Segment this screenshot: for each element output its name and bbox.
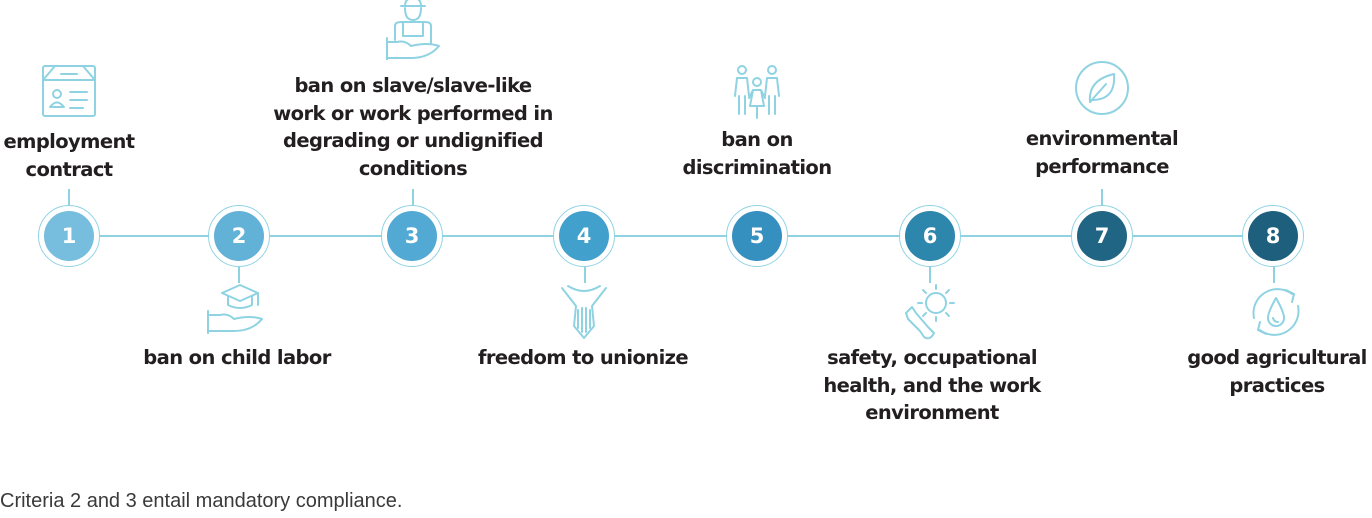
criterion-label-4: freedom to unionize — [433, 344, 733, 372]
label-line: ban on — [721, 128, 793, 151]
criterion-number: 6 — [905, 211, 955, 261]
label-line: degrading or undignified — [283, 129, 543, 152]
criterion-node-6: 6 — [899, 205, 961, 267]
criterion-label-8: good agricultural practices — [1127, 344, 1372, 399]
label-line: work or work performed in — [273, 101, 553, 125]
criterion-node-8: 8 — [1242, 205, 1304, 267]
timeline-line — [69, 235, 1273, 237]
leaf-icon — [1072, 58, 1132, 118]
criterion-number: 2 — [214, 211, 264, 261]
connector-4 — [584, 267, 586, 283]
worker-hand-icon — [383, 0, 443, 61]
label-line: contract — [25, 157, 113, 181]
label-line: employment — [3, 130, 135, 153]
label-line: performance — [1035, 154, 1169, 178]
id-card-icon — [39, 60, 99, 120]
connector-2 — [238, 267, 240, 283]
connector-7 — [1101, 189, 1103, 205]
family-icon — [727, 62, 787, 122]
label-line: ban on slave/slave-like — [294, 74, 532, 97]
criterion-label-2: ban on child labor — [87, 344, 387, 372]
label-line: conditions — [358, 156, 468, 180]
label-line: ban on child labor — [143, 346, 331, 369]
connector-6 — [929, 267, 931, 283]
label-line: good agricultural — [1187, 346, 1367, 369]
criterion-label-7: environmental performance — [952, 125, 1252, 180]
criterion-label-1: employment contract — [0, 128, 219, 183]
criterion-label-5: ban on discrimination — [607, 126, 907, 181]
label-line: practices — [1229, 373, 1325, 397]
criterion-node-2: 2 — [208, 205, 270, 267]
criterion-node-1: 1 — [38, 205, 100, 267]
joined-hands-icon — [554, 282, 614, 342]
label-line: discrimination — [682, 155, 832, 179]
label-line: freedom to unionize — [477, 346, 689, 369]
label-line: health, and the work — [823, 373, 1041, 397]
criterion-node-3: 3 — [381, 205, 443, 267]
criterion-number: 4 — [559, 211, 609, 261]
label-line: environmental — [1025, 127, 1179, 150]
label-line: environment — [865, 401, 999, 424]
connector-3 — [412, 189, 414, 205]
connector-8 — [1273, 267, 1275, 283]
criterion-label-3: ban on slave/slave-like work or work per… — [263, 72, 563, 182]
criterion-number: 5 — [732, 211, 782, 261]
criterion-node-4: 4 — [553, 205, 615, 267]
water-cycle-icon — [1246, 282, 1306, 342]
label-line: safety, occupational — [827, 346, 1037, 369]
criterion-number: 1 — [44, 211, 94, 261]
criterion-node-7: 7 — [1071, 205, 1133, 267]
criterion-label-6: safety, occupational health, and the wor… — [782, 344, 1082, 427]
connector-1 — [68, 189, 70, 205]
graduation-cap-hand-icon — [206, 283, 266, 343]
criterion-number: 8 — [1248, 211, 1298, 261]
criterion-node-5: 5 — [726, 205, 788, 267]
sun-shovel-icon — [900, 283, 960, 343]
criterion-number: 3 — [387, 211, 437, 261]
criterion-number: 7 — [1077, 211, 1127, 261]
footnote: Criteria 2 and 3 entail mandatory compli… — [0, 490, 403, 512]
